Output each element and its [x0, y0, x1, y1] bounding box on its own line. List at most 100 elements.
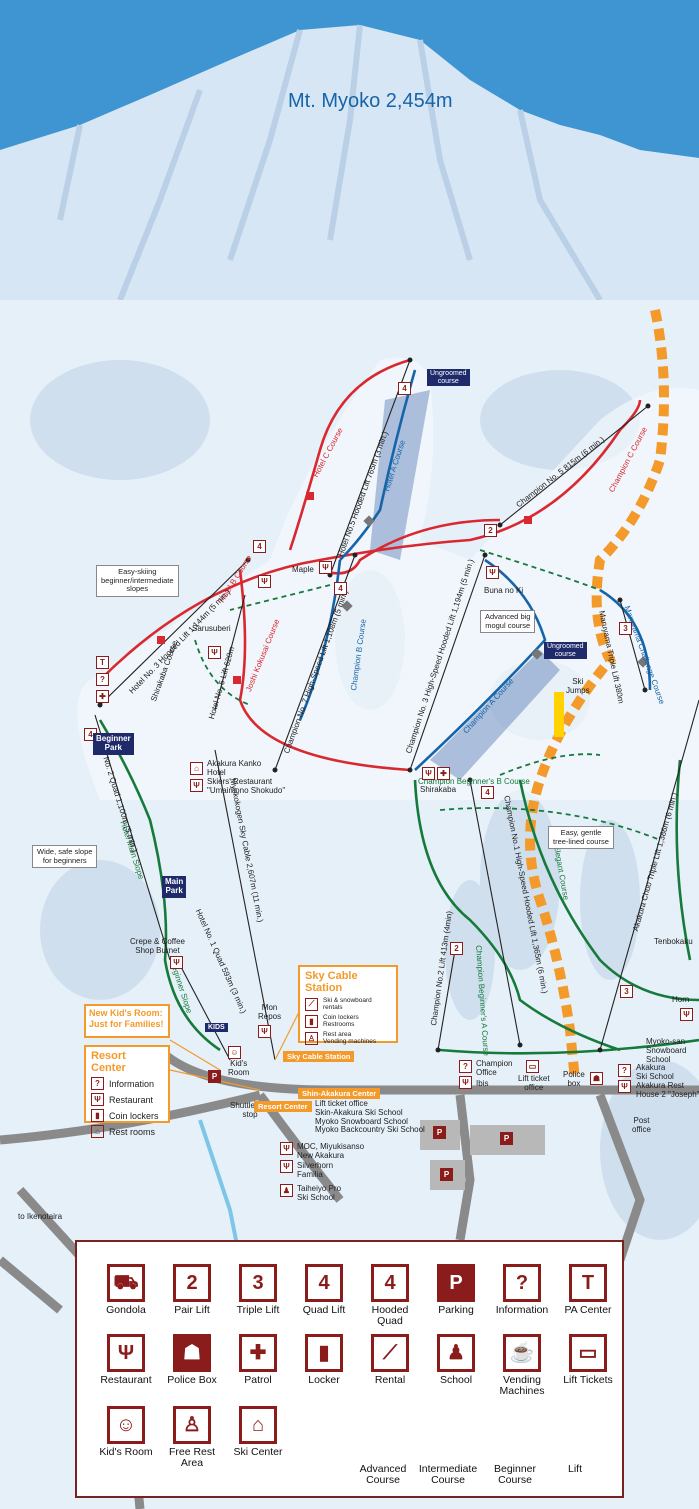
ungroomed-tag-top[interactable]: Ungroomed course	[427, 369, 470, 387]
place-akakura-ski[interactable]: Akakura Ski School	[636, 1063, 674, 1081]
police-box-icon: ☗	[173, 1334, 211, 1372]
place-sarusuberi[interactable]: Sarusuberi	[192, 624, 231, 633]
note-advanced-mogul: Advanced big mogul course	[480, 610, 536, 634]
lift-lines	[94, 359, 699, 1061]
legend-item-label: Hooded Quad	[371, 1304, 409, 1328]
rental-icon: ⟋	[371, 1334, 409, 1372]
shin-akakura-center-tag[interactable]: Shin-Akakura Center	[298, 1088, 381, 1099]
legend-item: ⌂Ski Center	[223, 1406, 293, 1458]
place-akakura-kanko[interactable]: Akakura Kanko Hotel	[207, 759, 262, 777]
hooded-quad-icon: 4	[371, 1264, 409, 1302]
place-to-ikenotaira[interactable]: to Ikenotaira	[18, 1212, 63, 1221]
legend-item-label: Kid's Room	[99, 1446, 153, 1458]
pa-center-icon: T	[96, 656, 109, 669]
champion-c-dashed	[525, 308, 669, 1081]
restaurant-icon: Ψ	[258, 1025, 271, 1038]
ski-area	[77, 357, 699, 800]
sky-cable-station-tag[interactable]: Sky Cable Station	[283, 1051, 355, 1062]
place-akakura-rest[interactable]: Akakura Rest House 2 "Joseph"	[636, 1081, 699, 1099]
sky-cable-panel-title: Sky Cable Station	[305, 970, 358, 994]
note-wide-safe: Wide, safe slope for beginners	[32, 845, 98, 869]
triple-lift-icon: 3	[239, 1264, 277, 1302]
place-horn[interactable]: Horn	[672, 995, 690, 1004]
main-park-tag[interactable]: Main Park	[162, 876, 187, 898]
place-silverhorn[interactable]: Silverhorn Familia	[297, 1161, 334, 1179]
place-post-office[interactable]: Post office	[632, 1116, 651, 1134]
course-champion-beginners-b-label[interactable]: Champion Beginner's B Course	[418, 777, 530, 786]
place-mon-repos[interactable]: Mon Repos	[258, 1003, 282, 1021]
kid-s-room-icon: ☺	[107, 1406, 145, 1444]
place-moc[interactable]: MOC, Miyukisanso New Akakura	[297, 1142, 365, 1160]
sky-cable-item: ⟋Ski & snowboard rentals	[305, 997, 391, 1011]
place-crepe[interactable]: Crepe & Coffee Shop Burnet	[130, 937, 185, 955]
patrol-icon: ✚	[96, 690, 109, 703]
restaurant-icon: Ψ	[91, 1093, 104, 1106]
rental-icon: ⟋	[305, 997, 318, 1011]
place-myoko-san[interactable]: Myoko-san Snowboard School	[646, 1037, 687, 1064]
hooded-quad-icon: 4	[481, 786, 494, 799]
quad-lift-icon: 4	[334, 582, 347, 595]
parking-icon: P	[437, 1264, 475, 1302]
police-box-icon: ☗	[590, 1072, 603, 1085]
beginner-park-tag[interactable]: Beginner Park	[93, 733, 134, 755]
place-ski-jumps[interactable]: Ski Jumps	[566, 677, 590, 695]
place-shirakaba[interactable]: Shirakaba	[420, 785, 457, 794]
parking-icon: P	[208, 1070, 221, 1083]
place-ibis[interactable]: Ibis	[476, 1079, 489, 1088]
legend-item-label: Quad Lift	[302, 1304, 346, 1316]
mountain-ridges	[57, 24, 603, 302]
lift-stations	[97, 357, 651, 1053]
parking-icon: P	[440, 1168, 453, 1181]
pair-lift-icon: 2	[450, 942, 463, 955]
gondola-icon: ⛟	[107, 1264, 145, 1302]
free-rest-area-icon: ♙	[305, 1031, 318, 1045]
place-lift-ticket-office[interactable]: Lift ticket office	[518, 1074, 550, 1092]
legend-item-label: Rental	[374, 1374, 406, 1386]
connector-paths	[194, 549, 661, 841]
ungroomed-tag-champion[interactable]: Ungroomed course	[544, 642, 587, 660]
kids-room-icon: ☺	[228, 1046, 241, 1059]
legend-item: ☕Vending Machines	[487, 1334, 557, 1397]
information-icon: ?	[503, 1264, 541, 1302]
place-shin-akakura-services[interactable]: Lift ticket office Skin-Akakura Ski Scho…	[315, 1099, 425, 1135]
place-tenbokaku[interactable]: Tenbokaku	[654, 937, 693, 946]
parking-icon: P	[433, 1126, 446, 1139]
legend-item-label: School	[439, 1374, 473, 1386]
place-buna-no-ki[interactable]: Buna no Ki	[484, 586, 524, 595]
place-taiheiyo[interactable]: Taiheiyo Pro Ski School	[297, 1184, 342, 1202]
legend-item-label: Triple Lift	[236, 1304, 280, 1316]
legend-item-label: Free Rest Area	[168, 1446, 216, 1470]
kids-tag[interactable]: KIDS	[205, 1023, 228, 1032]
kids-room-panel-title: New Kid's Room: Just for Families!	[89, 1008, 164, 1029]
legend-item-label: PA Center	[564, 1304, 612, 1316]
place-police-box[interactable]: Police box	[563, 1070, 585, 1088]
map-title: Mt. Myoko 2,454m	[288, 90, 453, 112]
legend-item-label: Gondola	[106, 1304, 146, 1316]
legend-lift: Lift	[567, 1463, 582, 1475]
school-icon: ♟	[280, 1184, 293, 1197]
information-icon: ?	[91, 1077, 104, 1090]
triple-lift-icon: 3	[619, 622, 632, 635]
place-kids-room[interactable]: Kid's Room	[228, 1059, 250, 1077]
note-easy-gentle: Easy, gentle tree-lined course	[548, 826, 614, 850]
legend-item-label: Information	[495, 1304, 549, 1316]
resort-center-tag[interactable]: Resort Center	[254, 1101, 312, 1112]
place-champion-office[interactable]: Champion Office	[476, 1059, 513, 1077]
place-maple[interactable]: Maple	[292, 565, 314, 574]
information-icon: ?	[459, 1060, 472, 1073]
sky-cable-item: ▮Coin lockers Restrooms	[305, 1014, 391, 1028]
sky-cable-panel: Sky Cable Station ⟋Ski & snowboard renta…	[298, 965, 398, 1045]
triple-lift-icon: 3	[620, 985, 633, 998]
pa-center-icon: T	[569, 1264, 607, 1302]
quad-lift-icon: 4	[305, 1264, 343, 1302]
ski-center-icon: ⌂	[239, 1406, 277, 1444]
place-skiers-restaurant[interactable]: Skiers' Restaurant "Umaimono Shokudo"	[207, 777, 286, 795]
restaurant-icon: Ψ	[422, 767, 435, 780]
